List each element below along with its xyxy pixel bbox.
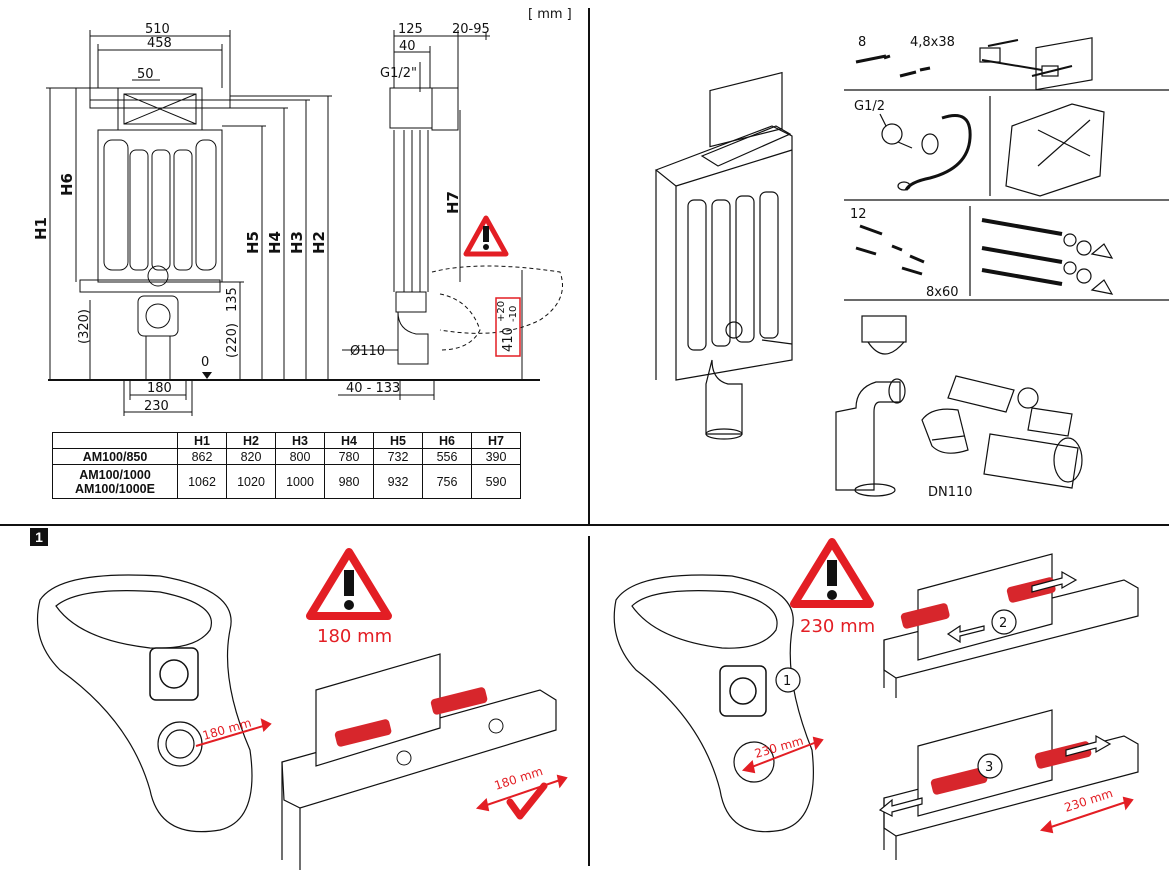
table-row: AM100/1000 AM100/1000E 1062 1020 1000 98…: [52, 464, 521, 499]
frame-illustration: [654, 71, 793, 440]
header-cell: H7: [471, 432, 521, 449]
check-icon: [506, 782, 548, 820]
value-cell: 1062: [177, 464, 227, 499]
divider-vertical-top: [588, 8, 590, 524]
rod-top-left: [900, 603, 950, 629]
model-cell: AM100/1000 AM100/1000E: [52, 464, 178, 499]
dim-458: 458: [147, 36, 172, 51]
step-number: 1: [30, 528, 48, 546]
unit-label: [ mm ]: [528, 7, 572, 22]
pipe-diameter: Ø110: [350, 344, 385, 359]
step-right-panel: 1 2 3 230 mm 230 mm 230 mm: [592, 530, 1169, 873]
dim-180: 180: [147, 381, 172, 396]
label-screw-48x38: 4,8x38: [910, 35, 955, 50]
value-cell: 800: [275, 448, 325, 465]
divider-horizontal: [0, 524, 1169, 526]
step-circle-1: [775, 667, 801, 693]
value-cell: 1000: [275, 464, 325, 499]
label-h6: H6: [58, 173, 76, 196]
value-cell: 1020: [226, 464, 276, 499]
header-cell: [52, 432, 178, 449]
thread-label: G1/2": [380, 66, 417, 81]
step-circle-3: [977, 753, 1003, 779]
model-cell: AM100/850: [52, 448, 178, 465]
value-cell: 390: [471, 448, 521, 465]
header-cell: H1: [177, 432, 227, 449]
frame-front: [97, 129, 223, 283]
circle-3-label: 3: [985, 760, 993, 775]
circle-1-label: 1: [783, 674, 791, 689]
value-cell: 932: [373, 464, 423, 499]
value-cell: 732: [373, 448, 423, 465]
tol-minus: -10: [508, 306, 519, 322]
height-410-box: [495, 297, 521, 357]
dim-50: 50: [137, 67, 154, 82]
header-cell: H6: [422, 432, 472, 449]
tape-measure-icon: [149, 647, 199, 701]
label-screw-12: 12: [850, 207, 867, 222]
value-cell: 862: [177, 448, 227, 465]
range-label: 40 - 133: [346, 381, 400, 396]
warning-icon-left: [306, 548, 392, 620]
header-cell: H2: [226, 432, 276, 449]
dimensions-table: H1 H2 H3 H4 H5 H6 H7 AM100/850 862 820 8…: [52, 432, 521, 499]
warning-icon-drawing: [463, 215, 509, 257]
rod-left: [334, 719, 412, 766]
value-cell: 556: [422, 448, 472, 465]
warning-icon-right: [790, 538, 874, 608]
label-h1: H1: [32, 217, 50, 240]
dim-510: 510: [145, 22, 170, 37]
label-screw-8x60: 8x60: [926, 285, 959, 300]
dim-135: 135: [225, 287, 240, 312]
tol-plus: +20: [496, 301, 507, 322]
value-cell: 756: [422, 464, 472, 499]
label-h2: H2: [310, 231, 328, 254]
divider-vertical-bottom: [588, 536, 590, 866]
dim-320: (320): [77, 309, 92, 344]
dim-20-95: 20-95: [452, 22, 490, 37]
header-cell: H3: [275, 432, 325, 449]
label-g12: G1/2: [854, 99, 885, 114]
parts-panel: 8 4,8x38 G1/2 12 8x60 DN110: [592, 0, 1169, 522]
table-header-row: H1 H2 H3 H4 H5 H6 H7: [52, 432, 521, 449]
value-cell: 780: [324, 448, 374, 465]
value-cell: 980: [324, 464, 374, 499]
dim-220: (220): [225, 323, 240, 358]
tape-measure-icon: [719, 665, 767, 717]
table-row: AM100/850 862 820 800 780 732 556 390: [52, 448, 521, 465]
value-cell: 590: [471, 464, 521, 499]
label-h3: H3: [288, 231, 306, 254]
dim-230: 230: [144, 399, 169, 414]
label-h5: H5: [244, 231, 262, 254]
zero-label: 0: [201, 355, 209, 370]
rod-right: [430, 687, 504, 734]
label-dn110: DN110: [928, 485, 973, 500]
label-screw-8: 8: [858, 35, 866, 50]
circle-2-label: 2: [999, 616, 1007, 631]
technical-drawing: [ mm ] 510 458 50 H1 H6 H5 H4 H3 H2 (320…: [0, 0, 588, 430]
step-left-panel: 180 mm 180 mm 180 mm: [0, 530, 586, 873]
warning-text-left: 180 mm: [317, 626, 392, 647]
value-cell: 820: [226, 448, 276, 465]
header-cell: H4: [324, 432, 374, 449]
dim-40: 40: [399, 39, 416, 54]
dim-125: 125: [398, 22, 423, 37]
warning-text-right: 230 mm: [800, 616, 875, 637]
height-410: 410: [501, 327, 516, 352]
label-h7: H7: [444, 191, 462, 214]
rod-bottom-left: [930, 767, 988, 795]
step-circle-2: [991, 609, 1017, 635]
header-cell: H5: [373, 432, 423, 449]
label-h4: H4: [266, 231, 284, 254]
